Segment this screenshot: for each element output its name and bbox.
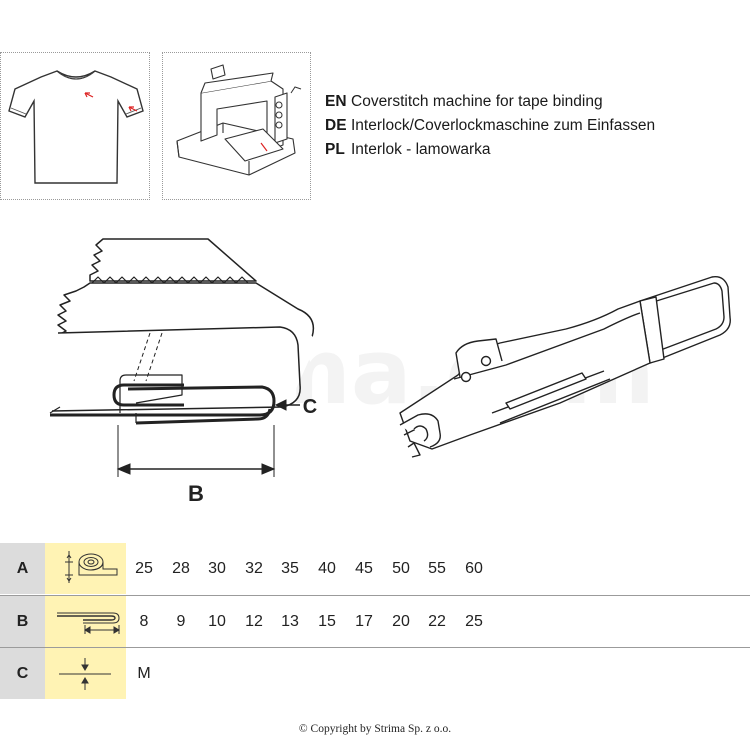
table-divider (0, 595, 750, 596)
label-b: B (188, 481, 204, 506)
value-cell: 55 (428, 560, 446, 577)
binding-diagram: strima.com (0, 225, 750, 525)
lang-row-pl: PL Interlok - lamowarka (325, 140, 655, 164)
lang-text: Interlock/Coverlockmaschine zum Einfasse… (351, 117, 656, 134)
value-cell: 25 (465, 613, 483, 630)
value-cell: 20 (392, 613, 410, 630)
dimension-b (116, 425, 276, 477)
value-cell: 32 (245, 560, 263, 577)
value-cell: 8 (139, 613, 149, 630)
sewing-machine-icon (176, 64, 302, 176)
dimension-c (274, 399, 300, 411)
lang-text: Interlok - lamowarka (351, 141, 491, 158)
value-cell: 17 (355, 613, 373, 630)
value-cell: 35 (281, 560, 299, 577)
machine-thumbnail (162, 52, 311, 200)
value-cell: 28 (172, 560, 190, 577)
tape-fold-illustration (49, 238, 315, 425)
tape-roll-width-icon (45, 543, 126, 594)
spec-row-a: A 25 28 30 32 35 4 (0, 543, 750, 594)
row-letter: B (0, 596, 45, 647)
value-cell: 40 (318, 560, 336, 577)
folded-width-icon (45, 596, 126, 647)
value-cell: 30 (208, 560, 226, 577)
value-cell: 12 (245, 613, 263, 630)
label-c: C (303, 396, 317, 418)
value-cell: 60 (465, 560, 483, 577)
table-divider (0, 647, 750, 648)
value-cell: 50 (392, 560, 410, 577)
copyright-text: © Copyright by Strima Sp. z o.o. (298, 723, 452, 735)
tshirt-thumbnail (0, 52, 150, 200)
value-cell: 10 (208, 613, 226, 630)
row-letter: A (0, 543, 45, 594)
value-cell: 13 (281, 613, 299, 630)
value-cell: M (137, 665, 151, 682)
value-cell: 25 (135, 560, 153, 577)
spec-row-b: B 8 9 10 12 13 15 17 20 22 (0, 596, 750, 647)
tshirt-icon (8, 70, 144, 184)
spec-table: A 25 28 30 32 35 4 (0, 543, 750, 699)
lang-code: PL (325, 141, 345, 158)
row-letter: C (0, 648, 45, 699)
spec-row-c: C M (0, 648, 750, 699)
material-thickness-icon (45, 648, 126, 699)
binder-attachment-illustration (399, 276, 731, 458)
value-cell: 45 (355, 560, 373, 577)
lang-code: DE (325, 117, 347, 134)
lang-text: Coverstitch machine for tape binding (351, 93, 603, 110)
value-cell: 15 (318, 613, 336, 630)
lang-code: EN (325, 93, 347, 110)
value-cell: 22 (428, 613, 446, 630)
value-cell: 9 (176, 613, 186, 630)
